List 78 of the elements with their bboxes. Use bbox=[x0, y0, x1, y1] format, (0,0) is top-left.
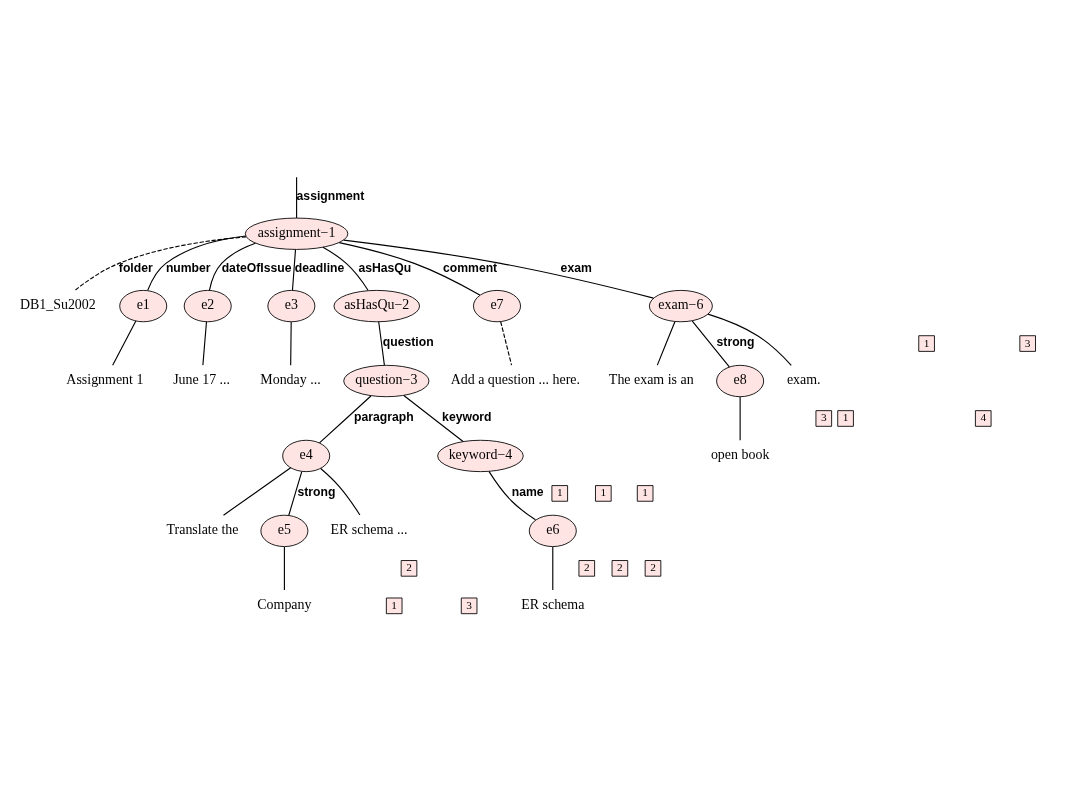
edge-label: strong bbox=[297, 484, 336, 499]
node-text: open book bbox=[710, 446, 770, 462]
node-text: Monday ... bbox=[260, 371, 321, 387]
label: 3 bbox=[1024, 336, 1031, 349]
label: 1 bbox=[642, 485, 648, 498]
connector bbox=[208, 242, 256, 291]
connector bbox=[707, 313, 792, 366]
connector bbox=[552, 545, 554, 591]
node-ellipse: e2 bbox=[183, 289, 232, 322]
connector bbox=[112, 320, 137, 366]
node-text: The exam is an bbox=[608, 371, 694, 387]
node-text: Assignment 1 bbox=[66, 371, 144, 387]
node-ellipse: exam−6 bbox=[648, 289, 713, 322]
connector bbox=[283, 545, 285, 591]
edge-label: name bbox=[511, 484, 544, 499]
label: 1 bbox=[600, 485, 607, 498]
node-text: ER schema bbox=[521, 596, 585, 612]
node-text: ER schema ... bbox=[330, 521, 408, 537]
edge-label: question bbox=[382, 334, 434, 349]
connector bbox=[322, 246, 369, 291]
node-text: DB1_Su2002 bbox=[19, 296, 96, 312]
label: 2 bbox=[583, 560, 590, 573]
node-ellipse: e3 bbox=[267, 289, 316, 322]
node-ellipse: e6 bbox=[528, 514, 577, 547]
edge-label: folder bbox=[118, 260, 153, 275]
edge-label: comment bbox=[442, 260, 498, 275]
label: 1 bbox=[556, 485, 563, 498]
node-ellipse: e1 bbox=[119, 289, 168, 322]
connector bbox=[290, 321, 292, 366]
label: 1 bbox=[923, 336, 930, 349]
connector bbox=[403, 394, 464, 442]
edge-label: assignment bbox=[296, 188, 365, 203]
connector bbox=[338, 241, 481, 296]
edge-label: paragraph bbox=[354, 409, 414, 424]
connector bbox=[739, 396, 741, 441]
connector bbox=[378, 320, 385, 366]
edge-label: keyword bbox=[442, 409, 492, 424]
node-ellipse: e7 bbox=[473, 289, 521, 322]
node-ellipse: e4 bbox=[282, 439, 331, 472]
connector bbox=[343, 239, 655, 299]
label: 3 bbox=[820, 410, 827, 423]
label: 2 bbox=[650, 560, 656, 573]
edge-label: strong bbox=[716, 334, 755, 349]
node-ellipse: e8 bbox=[716, 364, 765, 397]
connector bbox=[222, 466, 292, 516]
node-ellipse: question−3 bbox=[343, 364, 430, 397]
edge-label: dateOfIssue bbox=[221, 260, 292, 275]
edge-label: number bbox=[165, 260, 211, 275]
node-ellipse: e5 bbox=[260, 514, 309, 547]
edge-label: asHasQu bbox=[358, 260, 412, 275]
label: 1 bbox=[842, 410, 849, 423]
connector bbox=[656, 320, 676, 366]
connector bbox=[202, 320, 208, 366]
label: 3 bbox=[466, 598, 472, 611]
connector bbox=[147, 234, 247, 291]
connector bbox=[318, 394, 372, 443]
node-text: June 17 ... bbox=[173, 371, 231, 387]
connector bbox=[488, 470, 536, 520]
node-ellipse: assignment−1 bbox=[244, 217, 349, 250]
connector bbox=[320, 467, 361, 515]
label: 2 bbox=[406, 560, 412, 573]
edge-label: exam bbox=[560, 260, 592, 275]
label: 2 bbox=[617, 560, 623, 573]
label: 1 bbox=[391, 598, 398, 611]
node-text: Add a question ... here. bbox=[450, 371, 580, 387]
node-text: exam. bbox=[786, 371, 821, 387]
edge-label: deadline bbox=[294, 260, 345, 275]
node-text: Company bbox=[257, 596, 312, 612]
connector bbox=[74, 235, 247, 291]
node-ellipse: asHasQu−2 bbox=[333, 289, 420, 322]
node-text: Translate the bbox=[166, 521, 239, 537]
connector bbox=[288, 470, 303, 516]
connector bbox=[296, 176, 298, 219]
connector bbox=[291, 248, 297, 291]
connector bbox=[500, 320, 513, 366]
label: 4 bbox=[980, 410, 987, 423]
node-ellipse: keyword−4 bbox=[437, 439, 524, 472]
connector bbox=[691, 320, 730, 367]
